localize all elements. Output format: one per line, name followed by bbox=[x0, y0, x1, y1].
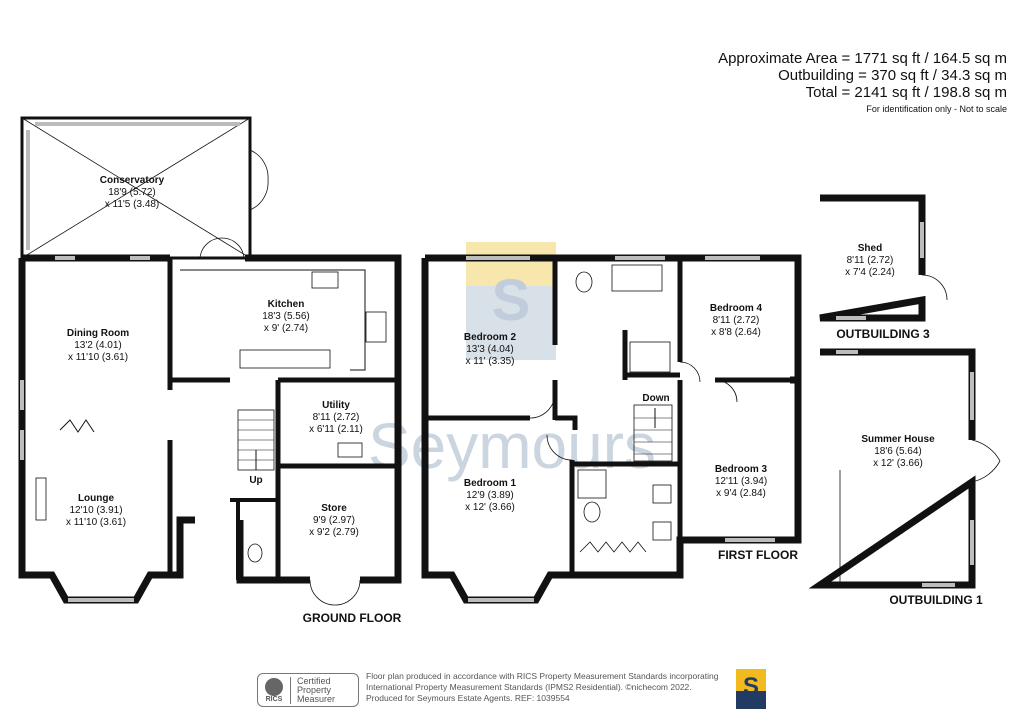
stairs-down-label: Down bbox=[642, 393, 669, 404]
conservatory-dim2: x 11'5 (3.48) bbox=[105, 199, 160, 210]
lounge-name: Lounge bbox=[78, 493, 115, 504]
watermark-logo-letter: S bbox=[492, 268, 531, 333]
bedroom-2-dim2: x 11' (3.35) bbox=[466, 356, 515, 367]
dining-room-dim1: 13'2 (4.01) bbox=[74, 340, 122, 351]
kitchen-dim2: x 9' (2.74) bbox=[264, 323, 308, 334]
ground-floor-labels: Conservatory 18'9 (5.72) x 11'5 (3.48) K… bbox=[66, 175, 402, 625]
footer-disclaimer: Floor plan produced in accordance with R… bbox=[366, 671, 718, 704]
approximate-area: Approximate Area = 1771 sq ft / 164.5 sq… bbox=[718, 50, 1007, 67]
lounge-dim2: x 11'10 (3.61) bbox=[66, 517, 126, 528]
outbuilding-3 bbox=[819, 194, 948, 322]
rics-certified-text: Certified Property Measurer bbox=[290, 675, 336, 704]
watermark-logo: S bbox=[466, 242, 556, 360]
summer-house-name: Summer House bbox=[861, 434, 935, 445]
footer-line-1: Floor plan produced in accordance with R… bbox=[366, 671, 719, 681]
rics-emblem: RICS bbox=[258, 674, 290, 706]
bedroom-4-name: Bedroom 4 bbox=[710, 303, 763, 314]
utility-name: Utility bbox=[322, 400, 350, 411]
bedroom-1-dim1: 12'9 (3.89) bbox=[466, 490, 514, 501]
ground-floor-title: GROUND FLOOR bbox=[303, 611, 402, 625]
summer-house-dim2: x 12' (3.66) bbox=[873, 458, 923, 469]
bedroom-3-dim2: x 9'4 (2.84) bbox=[716, 488, 766, 499]
first-floor bbox=[421, 254, 802, 604]
first-outer-wall-west bbox=[421, 258, 572, 604]
conservatory-dim1: 18'9 (5.72) bbox=[108, 187, 156, 198]
outbuilding-1 bbox=[808, 348, 1001, 589]
dining-room-dim2: x 11'10 (3.61) bbox=[68, 352, 128, 363]
footer-line-2: International Property Measurement Stand… bbox=[366, 682, 692, 692]
shed-name: Shed bbox=[858, 243, 882, 254]
shed-dim2: x 7'4 (2.24) bbox=[845, 267, 895, 278]
summer-house-dim1: 18'6 (5.64) bbox=[874, 446, 922, 457]
footer-line-3: Produced for Seymours Estate Agents. REF… bbox=[366, 693, 570, 703]
seymours-logo-letter: S bbox=[742, 673, 759, 700]
kitchen-name: Kitchen bbox=[268, 299, 305, 310]
bedroom-3-name: Bedroom 3 bbox=[715, 464, 768, 475]
bedroom-3-dim1: 12'11 (3.94) bbox=[715, 476, 767, 487]
footer: RICS Certified Property Measurer Floor p… bbox=[0, 665, 1024, 715]
rics-line-1: Certified bbox=[297, 675, 331, 686]
rics-logo: RICS Certified Property Measurer bbox=[257, 673, 359, 707]
rics-line-2: Property bbox=[297, 684, 332, 695]
shed-dim1: 8'11 (2.72) bbox=[847, 255, 894, 266]
outbuilding-area: Outbuilding = 370 sq ft / 34.3 sq m bbox=[778, 67, 1007, 84]
bedroom-2-dim1: 13'3 (4.04) bbox=[466, 344, 514, 355]
total-area: Total = 2141 sq ft / 198.8 sq m bbox=[805, 84, 1007, 101]
kitchen-dim1: 18'3 (5.56) bbox=[262, 311, 310, 322]
first-floor-labels: Bedroom 2 13'3 (4.04) x 11' (3.35) Bedro… bbox=[464, 303, 798, 562]
utility-dim1: 8'11 (2.72) bbox=[313, 412, 360, 423]
store-dim2: x 9'2 (2.79) bbox=[309, 527, 359, 538]
ground-outer-wall-west bbox=[18, 258, 195, 604]
area-summary: Approximate Area = 1771 sq ft / 164.5 sq… bbox=[718, 50, 1007, 114]
bedroom-1-name: Bedroom 1 bbox=[464, 478, 517, 489]
outbuilding-3-title: OUTBUILDING 3 bbox=[836, 327, 930, 341]
dining-room-name: Dining Room bbox=[67, 328, 129, 339]
bedroom-4-dim1: 8'11 (2.72) bbox=[713, 315, 760, 326]
conservatory-name: Conservatory bbox=[100, 175, 165, 186]
rics-abbrev: RICS bbox=[265, 695, 283, 703]
rics-line-3: Measurer bbox=[297, 693, 336, 704]
watermark-text: Seymours bbox=[368, 410, 656, 482]
store-name: Store bbox=[321, 503, 347, 514]
utility-dim2: x 6'11 (2.11) bbox=[309, 424, 363, 435]
store-dim1: 9'9 (2.97) bbox=[313, 515, 355, 526]
seymours-logo: S bbox=[736, 669, 766, 709]
rics-circle-icon bbox=[265, 677, 283, 696]
bedroom-4-dim2: x 8'8 (2.64) bbox=[711, 327, 761, 338]
outbuilding-1-title: OUTBUILDING 1 bbox=[889, 593, 983, 607]
bedroom-1-dim2: x 12' (3.66) bbox=[465, 502, 515, 513]
lounge-dim1: 12'10 (3.91) bbox=[69, 505, 122, 516]
stairs-up-label: Up bbox=[249, 475, 262, 486]
scale-note: For identification only - Not to scale bbox=[866, 104, 1007, 114]
ground-floor bbox=[18, 116, 402, 606]
first-floor-title: FIRST FLOOR bbox=[718, 548, 798, 562]
bedroom-2-name: Bedroom 2 bbox=[464, 332, 517, 343]
floor-plan: S Seymours bbox=[18, 116, 1001, 625]
ground-outer-wall-east bbox=[245, 254, 402, 584]
